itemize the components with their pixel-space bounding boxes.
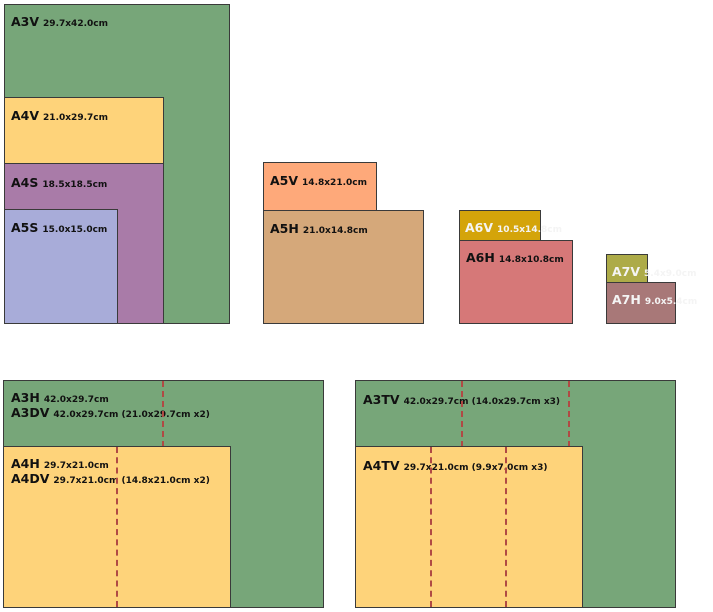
paper-size: 21.0x14.8cm [302, 226, 368, 236]
paper-name: A4S [11, 175, 39, 190]
paper-size: 18.5x18.5cm [42, 180, 108, 190]
paper-size: 9.0x5.4cm [644, 297, 698, 307]
paper-name: A3DV [11, 405, 50, 420]
paper-name: A4DV [11, 471, 50, 486]
paper-size: 14.8x10.8cm [498, 255, 564, 265]
cut-line [162, 381, 164, 447]
paper-size: 42.0x29.7cm (14.0x29.7cm x3) [403, 397, 560, 407]
paper-size: 29.7x42.0cm [43, 19, 108, 29]
cut-line [116, 447, 118, 607]
paper-size: 21.0x29.7cm [43, 113, 108, 123]
paper-name: A7V [612, 264, 641, 279]
paper-size: 10.5x14.8cm [497, 225, 562, 235]
paper-size: 29.7x21.0cm [43, 461, 109, 471]
cut-line [505, 447, 507, 607]
paper-name: A3V [11, 14, 40, 29]
cut-line [461, 381, 463, 447]
paper-name: A5V [270, 173, 299, 188]
cut-line [430, 447, 432, 607]
paper-size: 42.0x29.7cm (21.0x29.7cm x2) [53, 410, 210, 420]
paper-name: A4V [11, 108, 40, 123]
paper-size: 29.7x21.0cm (14.8x21.0cm x2) [53, 476, 210, 486]
paper-name: A5H [270, 221, 299, 236]
paper-name: A7H [612, 292, 641, 307]
paper-name: A6V [465, 220, 494, 235]
paper-size: 5.4x9.0cm [644, 269, 697, 279]
paper-name: A6H [466, 250, 495, 265]
paper-name: A3TV [363, 392, 400, 407]
paper-name: A3H [11, 390, 40, 405]
paper-size: 15.0x15.0cm [42, 225, 108, 235]
paper-size: 42.0x29.7cm [43, 395, 109, 405]
paper-size: 29.7x21.0cm (9.9x7.0cm x3) [403, 463, 548, 473]
paper-name: A5S [11, 220, 39, 235]
paper-name: A4TV [363, 458, 400, 473]
cut-line [568, 381, 570, 447]
paper-name: A4H [11, 456, 40, 471]
paper-size: 14.8x21.0cm [302, 178, 367, 188]
